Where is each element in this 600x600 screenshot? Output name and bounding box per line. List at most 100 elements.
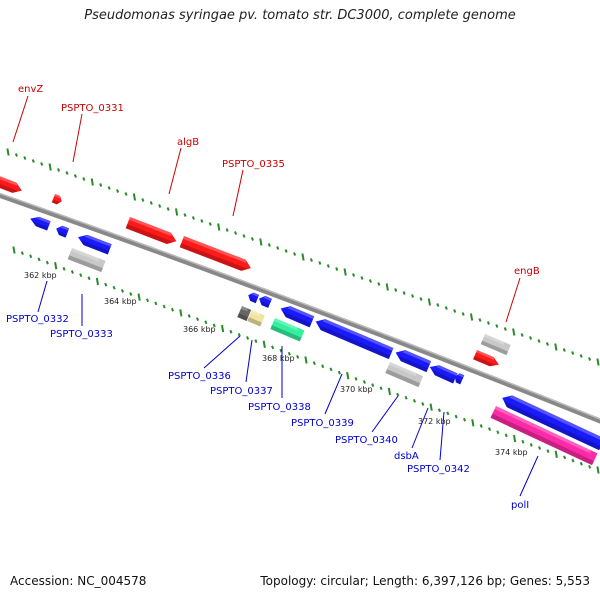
gene-label-pspto-0338[interactable]: PSPTO_0338 — [248, 402, 311, 413]
gene-label-pspto-0342[interactable]: PSPTO_0342 — [407, 464, 470, 475]
gene-label-envz[interactable]: envZ — [18, 84, 43, 95]
track-tick — [183, 213, 187, 217]
track-tick — [212, 323, 216, 328]
track-tick — [229, 329, 233, 334]
track-tick — [343, 268, 347, 276]
track-tick — [419, 297, 423, 301]
gene-pspto-0338[interactable] — [278, 303, 315, 328]
gene-pspto-0332[interactable] — [28, 214, 51, 231]
gene-pspto-0342[interactable] — [453, 372, 465, 385]
gene-pspto-0340-gray[interactable] — [385, 362, 424, 388]
track-tick — [279, 348, 283, 353]
track-tick — [461, 312, 465, 316]
gene-engb-gray[interactable] — [480, 334, 511, 356]
track-tick — [329, 367, 333, 372]
track-tick — [20, 251, 24, 256]
scale-label: 374 kbp — [495, 448, 528, 457]
track-tick — [469, 313, 474, 321]
gene-envz[interactable] — [0, 174, 24, 196]
track-tick — [545, 342, 549, 346]
reverse-gene-labels: PSPTO_0332 PSPTO_0333 PSPTO_0336 PSPTO_0… — [6, 280, 539, 511]
scale-labels: 362 kbp 364 kbp 366 kbp 368 kbp 370 kbp … — [24, 271, 528, 457]
track-tick — [562, 348, 566, 352]
track-tick — [70, 270, 74, 274]
track-tick — [352, 273, 356, 277]
track-tick — [387, 387, 392, 396]
gene-label-pspto-0337[interactable]: PSPTO_0337 — [210, 386, 273, 397]
gene-label-pspto-0335[interactable]: PSPTO_0335 — [222, 159, 285, 170]
track-tick — [254, 339, 258, 344]
gene-pspto-0333-gray[interactable] — [67, 248, 106, 273]
gene-pspto-0340-blue[interactable] — [393, 347, 432, 373]
gene-label-poli[interactable]: polI — [511, 500, 529, 511]
track-tick — [37, 257, 41, 262]
gene-pspto-0333-blue[interactable] — [76, 232, 112, 255]
track-tick — [40, 162, 44, 166]
track-tick — [116, 189, 120, 193]
gene-pspto-0336[interactable] — [246, 291, 260, 304]
gene-label-pspto-0333[interactable]: PSPTO_0333 — [50, 329, 113, 340]
track-tick — [174, 208, 179, 216]
gene-poli-blue[interactable] — [500, 392, 600, 451]
track-tick — [596, 358, 600, 366]
track-tick — [537, 339, 541, 343]
scale-label: 366 kbp — [183, 325, 216, 334]
scale-label: 364 kbp — [104, 297, 137, 306]
track-tick — [90, 178, 94, 186]
track-tick — [65, 171, 69, 175]
gene-pspto-0331[interactable] — [51, 194, 64, 206]
track-tick — [529, 336, 533, 340]
gene-algb[interactable] — [125, 217, 179, 247]
track-tick — [362, 380, 366, 384]
track-tick — [145, 298, 150, 303]
gene-label-pspto-0340[interactable]: PSPTO_0340 — [335, 435, 398, 446]
track-tick — [579, 461, 583, 466]
gene-pspto-0336-dark[interactable] — [237, 306, 252, 321]
track-tick — [179, 309, 183, 317]
gene-poli[interactable] — [490, 406, 598, 466]
gene-label-dsba[interactable]: dsbA — [394, 451, 419, 462]
lower-tick-track — [12, 246, 600, 474]
track-tick — [149, 201, 153, 205]
track-tick — [187, 314, 191, 318]
track-tick — [293, 252, 297, 256]
track-tick — [120, 288, 124, 293]
track-tick — [394, 288, 398, 292]
track-tick — [503, 327, 507, 331]
track-tick — [571, 458, 575, 463]
gene-label-algb[interactable]: algB — [177, 137, 199, 148]
gene-label-pspto-0332[interactable]: PSPTO_0332 — [6, 314, 69, 325]
genome-stats-text: Topology: circular; Length: 6,397,126 bp… — [260, 574, 590, 588]
gene-pspto-0339[interactable] — [313, 316, 394, 360]
track-tick — [563, 455, 567, 460]
gene-engb[interactable] — [473, 350, 501, 369]
gene-pspto-0336b[interactable] — [257, 294, 273, 308]
track-tick — [411, 294, 415, 298]
gene-label-pspto-0331[interactable]: PSPTO_0331 — [61, 103, 124, 114]
gene-features — [0, 174, 600, 466]
track-tick — [462, 417, 467, 422]
track-tick — [588, 464, 592, 469]
track-tick — [250, 237, 254, 241]
track-tick — [200, 219, 204, 223]
gene-pspto-0332b[interactable] — [54, 224, 70, 238]
track-tick — [220, 324, 225, 333]
gene-label-pspto-0336[interactable]: PSPTO_0336 — [168, 371, 231, 382]
track-tick — [436, 303, 440, 307]
upper-tick-track — [6, 148, 600, 366]
gene-label-engb[interactable]: engB — [514, 266, 540, 277]
gene-pspto-0337[interactable] — [247, 310, 265, 327]
gene-label-pspto-0339[interactable]: PSPTO_0339 — [291, 418, 354, 429]
track-tick — [154, 301, 158, 306]
track-tick — [309, 258, 313, 262]
track-tick — [132, 193, 137, 201]
track-tick — [262, 340, 266, 348]
gene-pspto-0338-green[interactable] — [270, 318, 305, 342]
gene-pspto-0335[interactable] — [179, 236, 253, 274]
track-tick — [158, 204, 162, 208]
track-tick — [31, 159, 35, 163]
track-tick — [208, 222, 212, 226]
gene-dsba[interactable] — [428, 362, 458, 384]
track-tick — [453, 309, 457, 313]
